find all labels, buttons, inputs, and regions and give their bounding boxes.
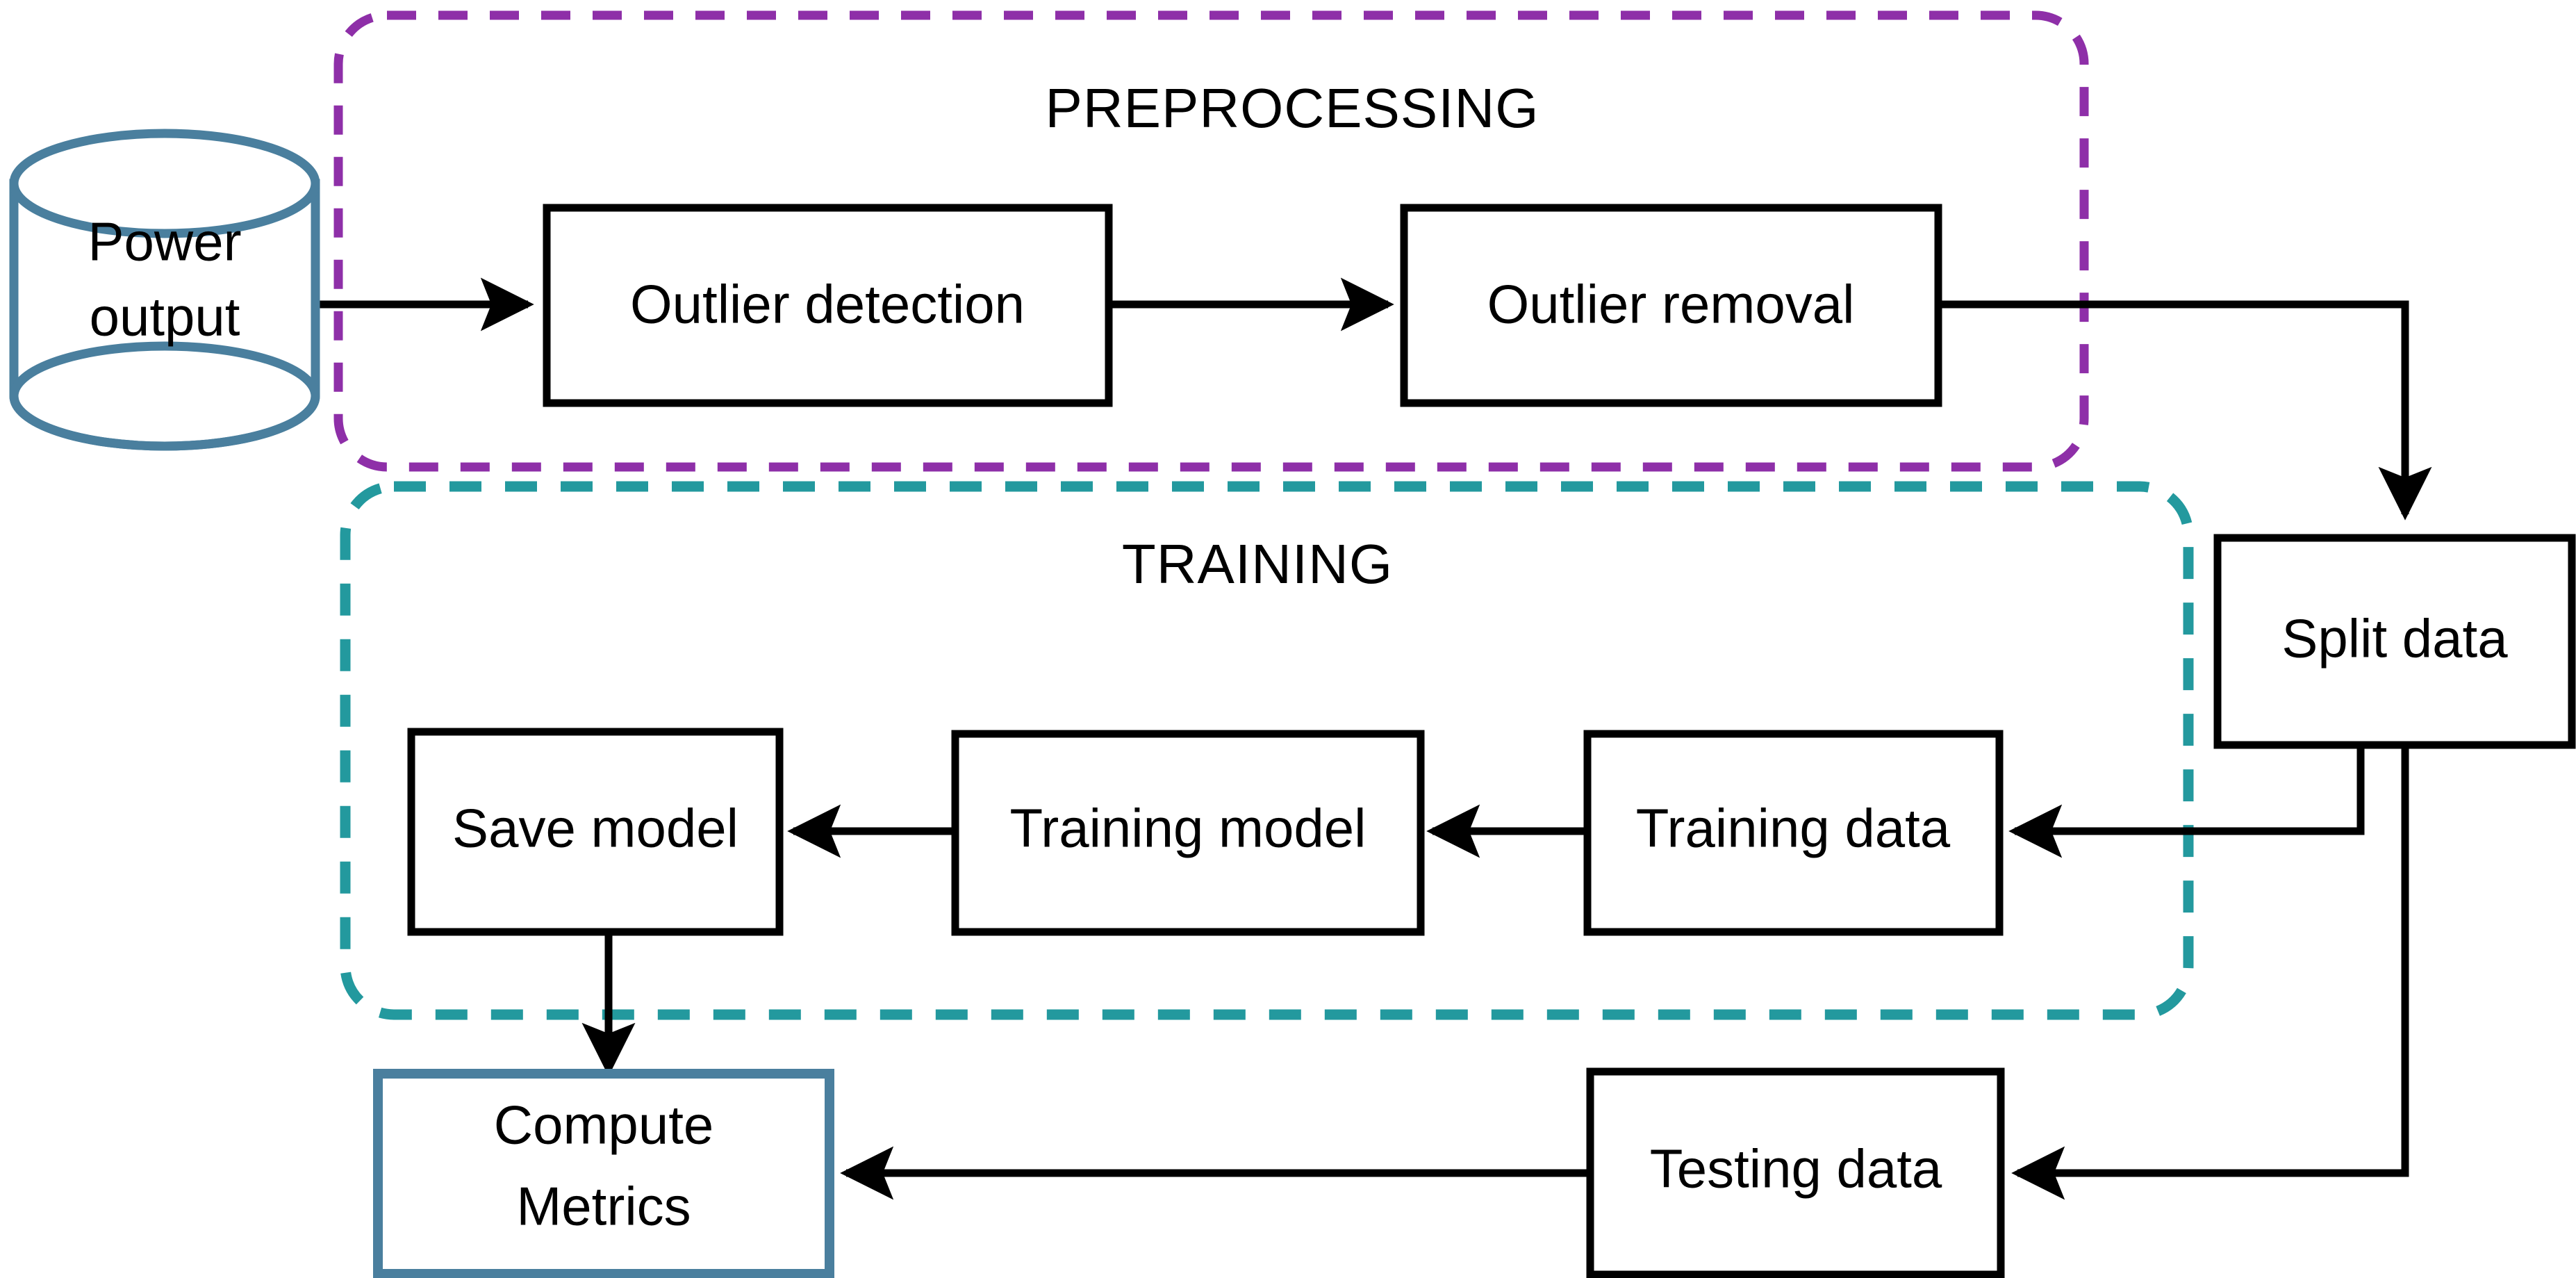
edge-split-to-testing-data bbox=[2011, 745, 2409, 1200]
compute-metrics-box bbox=[373, 1069, 834, 1278]
outlier-detection-box bbox=[543, 204, 1113, 407]
split-data-label: Split data bbox=[2281, 608, 2508, 669]
group-preprocessing: PREPROCESSING bbox=[333, 10, 2089, 472]
node-testing-data[interactable]: Testing data bbox=[1586, 1067, 2005, 1278]
node-compute-metrics[interactable]: Compute Metrics bbox=[373, 1069, 834, 1278]
training-model-box bbox=[951, 730, 1425, 936]
outlier-detection-label: Outlier detection bbox=[630, 274, 1025, 335]
training-group-border bbox=[340, 481, 2194, 1020]
training-data-label: Training data bbox=[1636, 798, 1951, 859]
node-power-output[interactable]: Power output bbox=[9, 129, 320, 451]
training-group-title: TRAINING bbox=[1122, 533, 1393, 595]
power-output-label-line1: Power bbox=[88, 211, 241, 272]
preprocessing-group-title: PREPROCESSING bbox=[1046, 77, 1539, 139]
outlier-removal-label: Outlier removal bbox=[1487, 274, 1855, 335]
save-model-label: Save model bbox=[452, 798, 738, 859]
compute-metrics-label-line2: Metrics bbox=[516, 1176, 691, 1237]
compute-metrics-label-line1: Compute bbox=[494, 1095, 714, 1156]
database-icon-top bbox=[9, 129, 320, 238]
testing-data-label: Testing data bbox=[1650, 1138, 1942, 1199]
group-training: TRAINING bbox=[340, 481, 2194, 1020]
node-outlier-detection[interactable]: Outlier detection bbox=[543, 204, 1113, 407]
edge-removal-to-split bbox=[1938, 300, 2432, 521]
training-model-label: Training model bbox=[1009, 798, 1366, 859]
outlier-removal-box bbox=[1400, 204, 1942, 407]
save-model-box bbox=[407, 728, 784, 936]
node-save-model[interactable]: Save model bbox=[407, 728, 784, 936]
preprocessing-group-border bbox=[333, 10, 2089, 472]
power-output-label-line2: output bbox=[90, 286, 240, 347]
node-training-data[interactable]: Training data bbox=[1583, 730, 2004, 936]
node-split-data[interactable]: Split data bbox=[2213, 534, 2576, 749]
database-icon-bottom bbox=[9, 341, 320, 451]
training-data-box bbox=[1583, 730, 2004, 936]
split-data-box bbox=[2213, 534, 2576, 749]
node-training-model[interactable]: Training model bbox=[951, 730, 1425, 936]
testing-data-box bbox=[1586, 1067, 2005, 1278]
edge-split-to-training-data bbox=[2008, 745, 2365, 858]
node-outlier-removal[interactable]: Outlier removal bbox=[1400, 204, 1942, 407]
